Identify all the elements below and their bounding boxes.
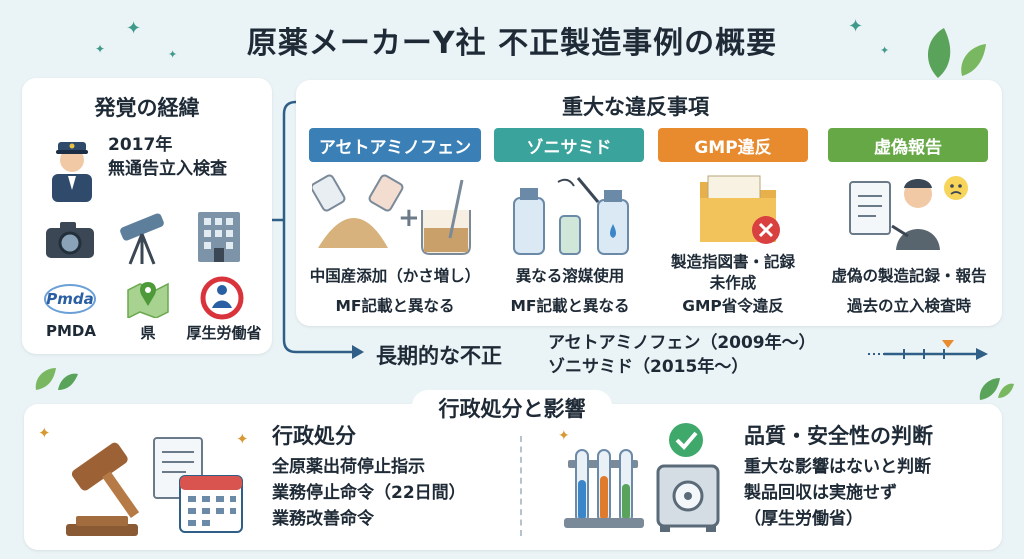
agency-label: 県 [140,324,156,342]
sparkle-icon: ✦ [848,16,864,37]
long-term-line: アセトアミノフェン（2009年～） [548,333,816,353]
agency-label: 厚生労働省 [186,324,262,342]
sparkle-icon: ✦ [236,430,249,448]
timeline-icon [868,340,988,360]
quality-item: 重大な影響はないと判断 [744,457,931,477]
leaf-icon [927,28,986,78]
mhlw-logo-icon [200,276,244,320]
violations-heading: 重大な違反事項 [562,95,709,119]
discovery-heading: 発覚の経緯 [94,96,200,120]
leaf-icon [979,378,1014,400]
folder-error-icon [700,175,780,244]
category-header-gmp: GMP違反 [658,128,808,162]
svg-text:+: + [398,203,420,233]
long-term-line: ゾニサミド（2015年～） [548,357,749,377]
solvent-bottles-icon [513,177,629,255]
impact-heading-pill [412,390,612,422]
category-desc: MF記載と異なる [510,297,630,315]
quality-heading: 品質・安全性の判断 [744,424,933,448]
camera-icon [46,222,94,258]
page-title: 原薬メーカーY社 不正製造事例の概要 [246,26,778,61]
false-report-person-icon [849,176,968,250]
category-desc: 中国産添加（かさ増し） [309,267,481,285]
agency-label: PMDA [46,322,96,340]
long-term-heading: 長期的な不正 [376,344,502,368]
powder-mixing-icon: + [312,174,471,255]
sparkle-icon: ✦ [95,42,106,56]
category-desc: 未作成 [709,274,757,292]
map-pin-icon [127,282,169,318]
sparkle-icon: ✦ [168,48,178,61]
category-header-false-report: 虚偽報告 [828,128,988,162]
event-type: 無通告立入検査 [108,159,227,179]
event-year: 2017年 [108,135,173,155]
admin-item: 全原薬出荷停止指示 [272,457,425,477]
category-desc: MF記載と異なる [335,297,455,315]
category-header-acetaminophen: アセトアミノフェン [309,128,481,162]
admin-heading: 行政処分 [272,424,356,448]
telescope-icon [120,213,164,265]
impact-heading: 行政処分と影響 [438,397,586,421]
building-icon [198,212,240,262]
inspector-icon [52,142,92,202]
admin-item: 業務改善命令 [272,509,374,529]
category-desc: 異なる溶媒使用 [515,267,625,285]
divider [520,436,522,536]
pmda-logo: Pmda [44,284,96,314]
quality-item: （厚生労働省） [744,509,863,529]
category-desc: 製造指図書・記録 [670,253,795,271]
sparkle-icon: ✦ [126,18,142,39]
test-tubes-safe-icon [564,423,720,532]
quality-item: 製品回収は実施せず [744,483,897,503]
gavel-icon [66,437,243,536]
leaf-icon [35,368,78,390]
category-desc: 過去の立入検査時 [846,297,971,315]
category-header-zonisamide: ゾニサミド [494,128,644,162]
category-desc: GMP省令違反 [682,297,784,315]
discovery-panel: 発覚の経緯 2017年 無通告立入検査 Pmda [22,78,272,354]
sparkle-icon: ✦ [558,428,570,444]
category-desc: 虚偽の製造記録・報告 [831,267,987,285]
sparkle-icon: ✦ [38,424,51,442]
sparkle-icon: ✦ [880,44,890,57]
admin-item: 業務停止命令（22日間） [272,483,466,503]
